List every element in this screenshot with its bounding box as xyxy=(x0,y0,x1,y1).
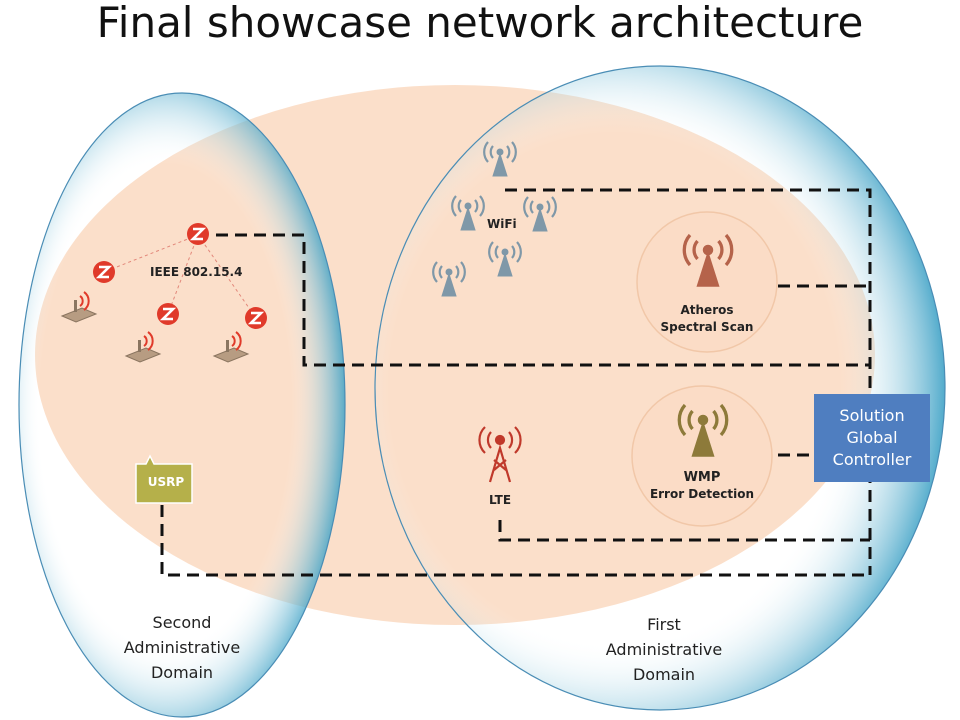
wmp-label: WMP Error Detection xyxy=(642,470,762,501)
second-domain-line1: Second xyxy=(152,613,212,632)
control-links xyxy=(160,188,872,577)
atheros-label: Atheros Spectral Scan xyxy=(657,303,757,334)
zigbee-node-icon xyxy=(155,301,181,327)
second-domain-line3: Domain xyxy=(150,663,214,682)
second-domain-label: Second Administrative Domain xyxy=(102,610,262,685)
zigbee-link xyxy=(216,233,870,367)
lte-tower-icon xyxy=(478,426,522,483)
usrp-device-icon xyxy=(135,454,193,504)
first-domain-line3: Domain xyxy=(632,665,696,684)
wifi-link xyxy=(505,188,872,575)
second-domain-ellipse xyxy=(18,92,346,718)
lte-label: LTE xyxy=(488,493,512,507)
zigbee-coordinator-icon xyxy=(185,221,211,247)
zigbee-node-icon xyxy=(243,305,269,331)
page-title: Final showcase network architecture xyxy=(96,0,864,47)
atheros-label-line2: Spectral Scan xyxy=(660,320,754,334)
usrp-label: USRP xyxy=(147,475,185,489)
lte-link xyxy=(498,520,870,542)
first-domain-label: First Administrative Domain xyxy=(584,612,744,687)
controller-line1: Solution xyxy=(839,406,905,425)
zigbee-mesh xyxy=(103,234,257,319)
first-domain-line1: First xyxy=(647,615,681,634)
first-domain-ellipse xyxy=(374,65,946,711)
ieee-label: IEEE 802.15.4 xyxy=(150,265,243,279)
first-domain-line2: Administrative xyxy=(605,640,723,659)
zigbee-node-icon xyxy=(91,259,117,285)
controller-line3: Controller xyxy=(832,450,912,469)
wmp-label-line2: Error Detection xyxy=(649,487,755,501)
controller-line2: Global xyxy=(846,428,898,447)
wmp-label-line1: WMP xyxy=(683,470,721,485)
atheros-label-line1: Atheros xyxy=(680,303,734,317)
usrp-link xyxy=(160,505,870,577)
wifi-label: WiFi xyxy=(487,217,517,231)
global-controller-box: Solution Global Controller xyxy=(814,394,930,482)
second-domain-line2: Administrative xyxy=(123,638,241,657)
